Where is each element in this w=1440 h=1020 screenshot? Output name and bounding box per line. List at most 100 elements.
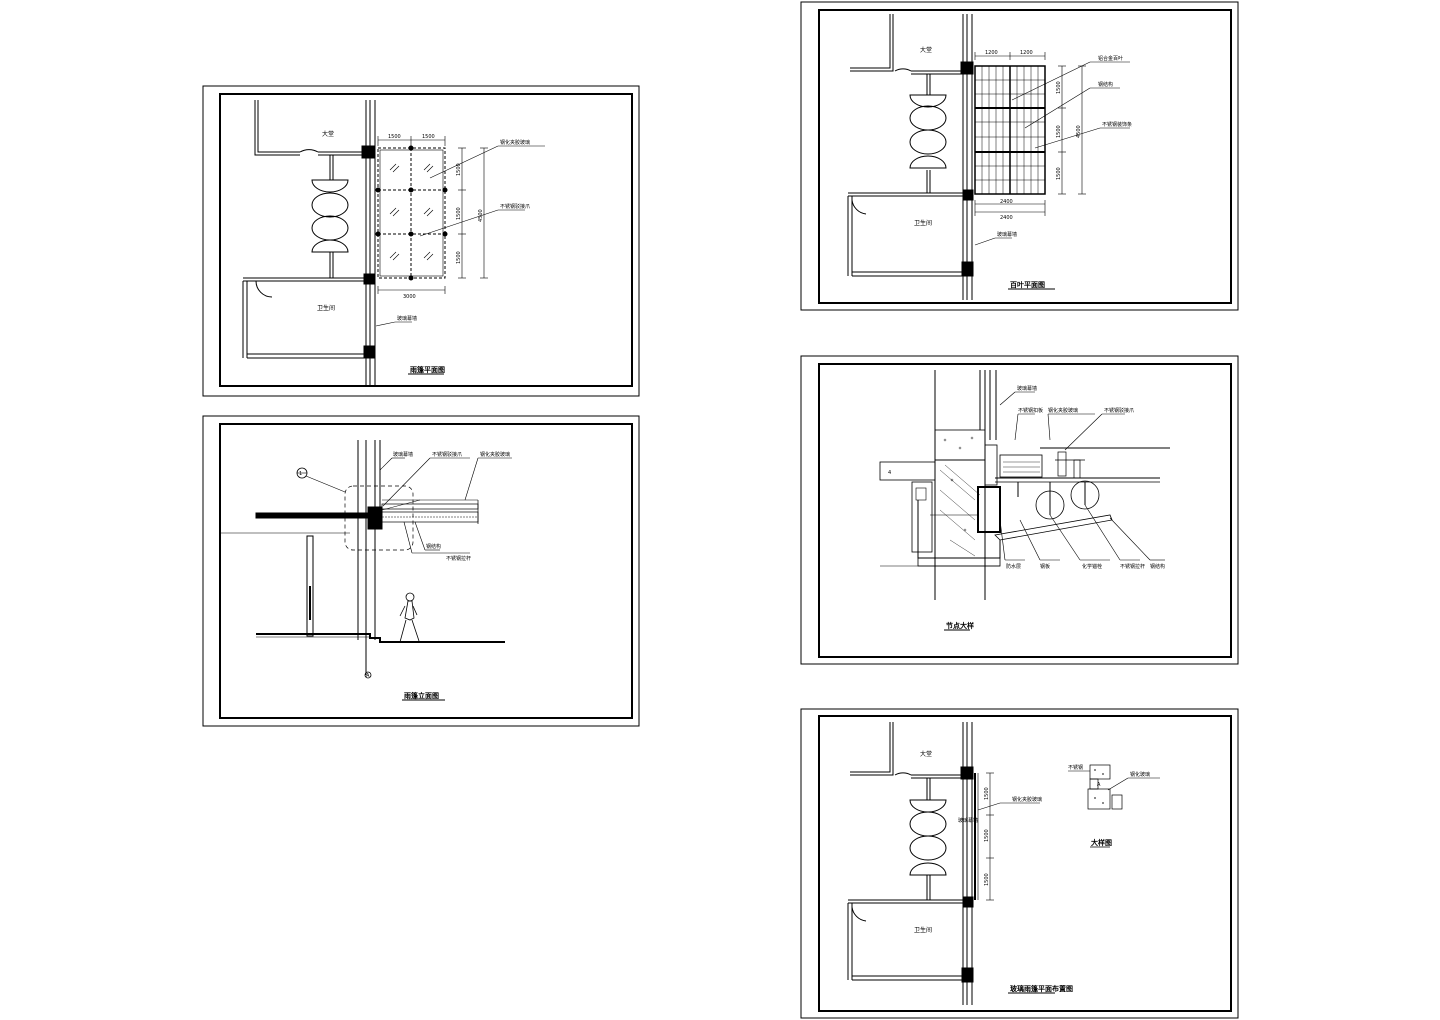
sheet-3-dim-bottom-1: 2400	[1000, 199, 1013, 205]
sheet-4-detail-section	[800, 355, 1239, 665]
sheet-4-slab	[879, 461, 936, 481]
sheet-4-note: 4	[888, 470, 891, 476]
sheet-2-text: 1 A 玻璃幕墙 不锈钢驳接爪 钢化夹胶玻璃 钢结构 不锈钢拉杆 雨篷立面图	[299, 451, 510, 700]
sheet-4-inner-border	[818, 363, 1232, 658]
sheet-3-walls	[847, 14, 973, 300]
sheet-3-callout-louver: 铝合金百叶	[1098, 55, 1123, 62]
sheet-1-ornament	[311, 179, 349, 253]
sheet-5-outer-border	[800, 708, 1239, 1019]
sheet-1-dimensions	[377, 136, 488, 294]
sheet-3-outer-border	[800, 1, 1239, 311]
sheet-4-joint-2	[1070, 480, 1100, 510]
sheet-5-callout-curtain-wall: 玻璃幕墙	[958, 817, 978, 824]
sheet-1-room-label-lobby: 大堂	[322, 130, 334, 138]
sheet-2-ground-line	[256, 633, 505, 643]
sheet-2-leaders	[379, 457, 512, 701]
sheet-3-callout-curtain-wall: 玻璃幕墙	[997, 231, 1017, 238]
sheet-2-outer-border	[202, 415, 640, 727]
sheet-5-room-label-restroom: 卫生间	[914, 926, 932, 934]
sheet-4-callout-1: 玻璃幕墙	[1017, 385, 1037, 392]
sheet-1-dim-right-1: 1500	[456, 163, 462, 176]
sheet-3-dim-right-2: 1500	[1056, 125, 1062, 138]
sheet-1-column-top	[361, 145, 375, 159]
sheet-3-text: 大堂 卫生间 1200 1200 1500 1500 1500 4500 240…	[914, 46, 1132, 289]
sheet-4-text: 玻璃幕墙 不锈钢扣板 钢化夹胶玻璃 不锈钢驳接爪 防水层 钢板 化学锚栓 不锈钢…	[888, 385, 1165, 630]
sheet-5-ornament	[909, 799, 947, 876]
sheet-5-detail-callout-1: 不锈钢	[1068, 764, 1083, 771]
sheet-1-text: 大堂 卫生间 1500 1500 3000 1500 1500 1500 450…	[317, 130, 530, 374]
sheet-3-louver-plan	[800, 1, 1239, 311]
sheet-3-column-top	[960, 61, 974, 75]
sheet-1-canopy-grid	[375, 145, 448, 281]
sheet-1-inner-border	[219, 93, 633, 387]
sheet-3-dimensions	[974, 52, 1086, 216]
sheet-1-column-bottom	[363, 345, 375, 359]
sheet-1-room-label-restroom: 卫生间	[317, 304, 335, 312]
sheet-2-grid-marker	[364, 671, 372, 679]
sheet-4-callout-2: 不锈钢扣板	[1018, 407, 1043, 414]
sheet-3-dim-bottom-2: 2400	[1000, 215, 1013, 221]
sheet-4-callout-6: 钢板	[1040, 563, 1050, 570]
sheet-1-dim-right-3: 1500	[456, 251, 462, 264]
sheet-4-callout-9: 钢结构	[1150, 563, 1165, 570]
sheet-5-title: 玻璃雨篷平面布置图	[1010, 984, 1073, 993]
sheet-1-canopy-plan	[202, 85, 640, 397]
sheet-3-column-middle	[962, 189, 974, 201]
sheet-3-dim-top-left: 1200	[985, 50, 998, 56]
sheet-5-column-top	[960, 766, 974, 780]
sheet-5-detail-title: 大样图	[1091, 838, 1112, 847]
sheet-3-dim-right-3: 1500	[1056, 167, 1062, 180]
sheet-5-callout-glass: 钢化夹胶玻璃	[1012, 796, 1042, 803]
sheet-3-callout-trim: 不锈钢装饰条	[1102, 121, 1132, 128]
sheet-2-human-figure	[399, 592, 420, 643]
sheet-2-detail-boundary	[344, 485, 414, 551]
sheet-5-leaders	[977, 802, 1055, 994]
sheet-2-callout-glass: 钢化夹胶玻璃	[480, 451, 510, 458]
sheet-5-small-detail	[1068, 764, 1160, 848]
sheet-3-leaders	[974, 61, 1130, 290]
sheet-1-column-middle	[363, 273, 375, 285]
sheet-3-callout-steel: 钢结构	[1098, 81, 1113, 88]
sheet-5-detail-callout-2: 钢化玻璃	[1130, 771, 1150, 778]
sheet-5-dim-2: 1500	[984, 829, 990, 842]
sheet-2-inner-border	[219, 423, 633, 719]
sheet-5-text: 大堂 卫生间 1500 1500 1500 钢化夹胶玻璃 玻璃幕墙 不锈钢 钢化…	[914, 750, 1150, 993]
sheet-4-callout-8: 不锈钢拉杆	[1120, 563, 1145, 570]
sheet-4-callout-4: 不锈钢驳接爪	[1104, 407, 1134, 414]
sheet-1-callout-spider: 不锈钢驳接爪	[500, 203, 530, 210]
sheet-3-ornament	[909, 94, 947, 169]
sheet-3-dim-right-1: 1500	[1056, 81, 1062, 94]
sheet-4-callout-3: 钢化夹胶玻璃	[1048, 407, 1078, 414]
sheet-4-gutter	[999, 454, 1043, 478]
sheet-4-hatch	[939, 436, 981, 557]
sheet-3-room-label-lobby: 大堂	[920, 46, 932, 54]
sheet-1-title: 雨篷平面图	[410, 365, 445, 374]
sheet-3-column-bottom	[961, 261, 974, 277]
sheet-2-callout-tie-rod: 不锈钢拉杆	[446, 555, 471, 562]
sheet-1-dim-top-left: 1500	[388, 134, 401, 140]
sheet-1-dim-right-2: 1500	[456, 207, 462, 220]
sheet-5-dimensions	[986, 772, 994, 901]
sheet-1-callout-glass: 钢化夹胶玻璃	[500, 139, 530, 146]
sheet-5-column-bottom	[961, 967, 974, 983]
sheet-4-callout-7: 化学锚栓	[1082, 563, 1102, 570]
sheet-3-dim-total: 4500	[1076, 125, 1082, 138]
sheet-2-callout-spider: 不锈钢驳接爪	[432, 451, 462, 458]
sheet-2-title: 雨篷立面图	[404, 691, 439, 700]
sheet-4-callout-5: 防水层	[1006, 563, 1021, 570]
sheet-5-dim-3: 1500	[984, 873, 990, 886]
sheet-5-inner-border	[818, 715, 1232, 1012]
sheet-2-column	[306, 535, 314, 637]
sheet-2-canopy	[367, 499, 479, 530]
sheet-1-walls	[242, 100, 376, 386]
sheet-2-callout-steel: 钢结构	[426, 543, 441, 550]
sheet-5-column-middle	[962, 896, 974, 908]
sheet-5-walls	[847, 722, 973, 1005]
sheet-1-dim-total: 4500	[478, 209, 484, 222]
sheet-3-inner-border	[818, 9, 1232, 304]
sheet-1-outer-border	[202, 85, 640, 397]
sheet-2-slab	[255, 512, 371, 519]
sheet-1-leaders	[375, 145, 545, 375]
sheet-1-dim-bottom: 3000	[403, 294, 416, 300]
